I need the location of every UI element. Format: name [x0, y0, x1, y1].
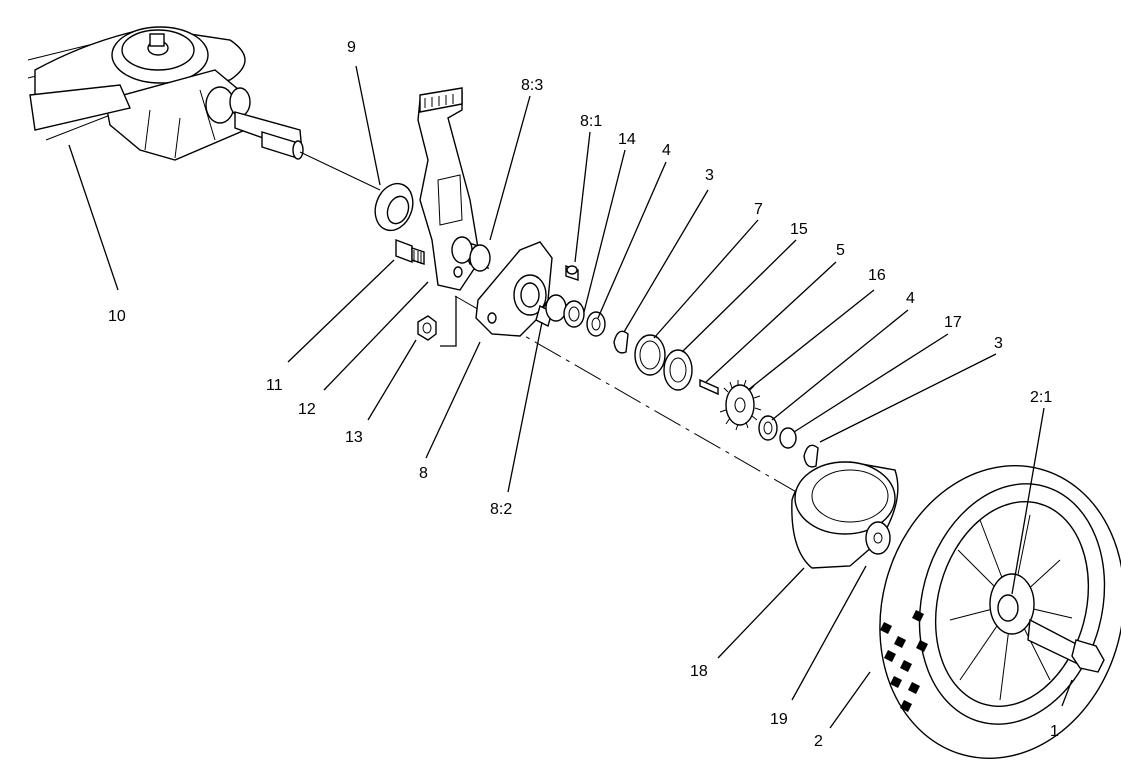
callout-17: 17	[944, 314, 962, 331]
part-9-seal	[374, 182, 414, 232]
part-18-cover	[791, 461, 899, 569]
part-13-nut	[417, 315, 437, 341]
callout-4a: 4	[662, 142, 671, 159]
callout-11: 11	[266, 377, 283, 394]
callout-19: 19	[770, 711, 788, 728]
callout-4b: 4	[906, 290, 915, 307]
callout-7: 7	[754, 201, 763, 218]
transmission-assembly	[27, 26, 304, 161]
part-3-clip-a	[613, 330, 629, 354]
part-8-3-bushing	[451, 236, 491, 272]
part-8-1-fitting	[565, 265, 579, 281]
part-4-washer-a	[586, 311, 606, 337]
callout-10: 10	[108, 308, 126, 325]
callout-8-2: 8:2	[490, 501, 512, 518]
leader-lines	[68, 65, 1073, 729]
part-2-wheel	[879, 465, 1121, 759]
part-4-washer-b	[758, 415, 778, 441]
callout-3a: 3	[705, 167, 714, 184]
part-14-washer	[563, 300, 585, 328]
callout-1: 1	[1050, 723, 1059, 740]
callout-8-3: 8:3	[521, 77, 543, 94]
part-11-bolt	[395, 238, 425, 265]
part-8-plate	[475, 241, 553, 337]
callout-labels: 10 9 8:3 8:1 14 4 3 7 15 5 16 4 17 3 2:1…	[108, 39, 1059, 750]
callout-16: 16	[868, 267, 886, 284]
callout-8-1: 8:1	[580, 113, 602, 130]
callout-12: 12	[298, 401, 316, 418]
callout-13: 13	[345, 429, 363, 446]
callout-2-1: 2:1	[1030, 389, 1052, 406]
callout-14: 14	[618, 131, 636, 148]
callout-8: 8	[419, 465, 428, 482]
callout-5: 5	[836, 242, 845, 259]
part-16-gear	[719, 379, 762, 431]
callout-2: 2	[814, 733, 823, 750]
part-15-bearing	[663, 349, 693, 391]
part-5-key	[699, 378, 719, 396]
callout-3b: 3	[994, 335, 1003, 352]
callout-18: 18	[690, 663, 708, 680]
part-1-axle-bolt	[1027, 618, 1105, 673]
callout-9: 9	[347, 39, 356, 56]
part-17-spacer	[779, 427, 797, 449]
part-7-ring	[634, 334, 666, 376]
callout-15: 15	[790, 221, 808, 238]
part-3-clip-b	[803, 444, 819, 468]
part-8-2-bearing	[545, 294, 567, 322]
